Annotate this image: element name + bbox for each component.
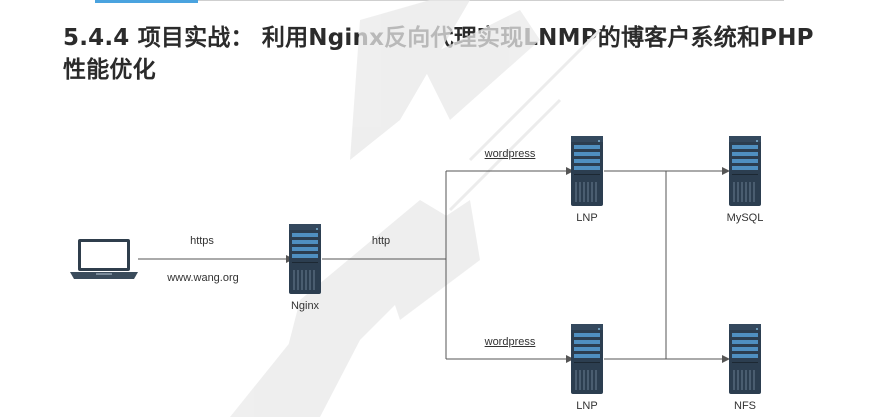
arrowhead-nfs <box>722 355 730 363</box>
nfs-label: NFS <box>734 400 756 412</box>
wordpress-label-1: wordpress <box>484 148 536 160</box>
lnp2-label: LNP <box>576 400 598 412</box>
https-label: https <box>190 235 214 247</box>
client-url-label: www.wang.org <box>167 272 239 284</box>
laptop-icon <box>70 239 138 279</box>
arrowhead-lnp2 <box>566 355 574 363</box>
nfs-server-icon <box>729 324 761 394</box>
mysql-label: MySQL <box>726 212 764 224</box>
nginx-server-icon <box>289 224 321 294</box>
lnp1-server-icon <box>571 136 603 206</box>
lnp2-server-icon <box>571 324 603 394</box>
arrowhead-lnp1 <box>566 167 574 175</box>
nginx-label: Nginx <box>290 300 320 312</box>
arrowhead-mysql <box>722 167 730 175</box>
header-divider <box>198 0 784 1</box>
lnp1-label: LNP <box>576 212 598 224</box>
header-accent-bar <box>95 0 198 3</box>
wordpress-label-2: wordpress <box>484 336 536 348</box>
mysql-server-icon <box>729 136 761 206</box>
http-label: http <box>371 235 391 247</box>
